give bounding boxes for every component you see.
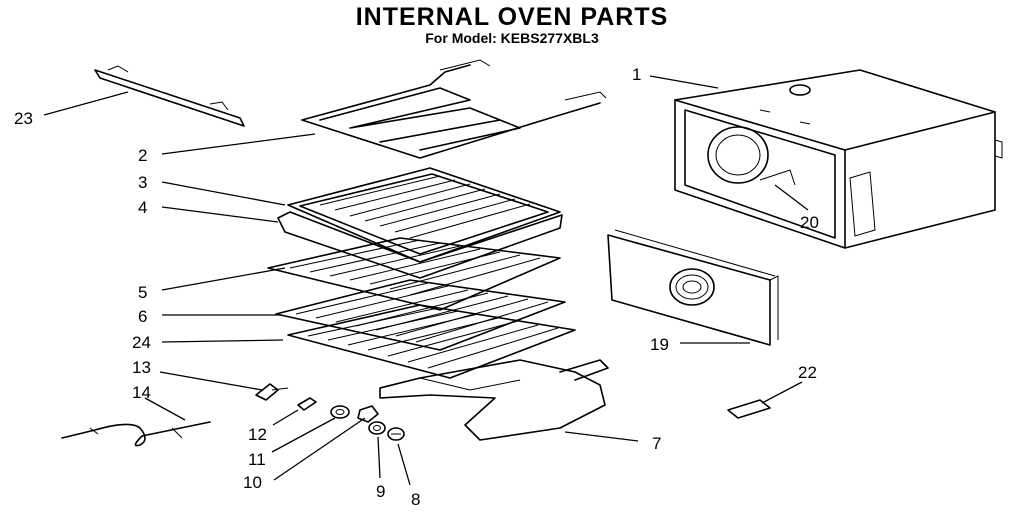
- callout-9: 9: [376, 482, 385, 501]
- callout-1: 1: [632, 65, 641, 84]
- callout-22: 22: [798, 363, 817, 382]
- callout-14: 14: [132, 383, 151, 402]
- part-14-sensor: [61, 421, 211, 447]
- part-12-clip: [297, 397, 317, 411]
- part-10-nut: [357, 405, 379, 423]
- callout-19: 19: [650, 335, 669, 354]
- part-22-bracket: [727, 399, 771, 419]
- callout-20: 20: [800, 213, 819, 232]
- callout-2: 2: [138, 146, 147, 165]
- callout-13: 13: [132, 358, 151, 377]
- part-8-nut: [387, 427, 405, 441]
- part-19-rear-panel: [607, 229, 779, 346]
- part-24-oven-rack: [287, 304, 576, 379]
- leader-lines: [43, 75, 809, 486]
- part-13-clip: [255, 383, 289, 401]
- callout-5: 5: [138, 283, 147, 302]
- part-9-washer: [368, 421, 386, 435]
- callout-8: 8: [411, 490, 420, 509]
- part-2-broil-element: [301, 59, 607, 159]
- callout-23: 23: [14, 109, 33, 128]
- page-title: INTERNAL OVEN PARTS: [355, 3, 669, 31]
- callout-4: 4: [138, 198, 147, 217]
- callout-10: 10: [243, 473, 262, 492]
- part-1-oven-cavity: [674, 69, 1003, 249]
- part-5-oven-rack: [267, 237, 561, 311]
- part-23-bracket: [94, 65, 245, 127]
- callout-11: 11: [248, 450, 266, 469]
- callout-7: 7: [652, 434, 661, 453]
- part-11-washer: [330, 405, 350, 419]
- callout-3: 3: [138, 173, 147, 192]
- callout-labels: 1 2 3 4 5 6 7 8 9 10 11 12 13 14 19 20 2…: [14, 65, 819, 509]
- part-7-bake-element: [379, 359, 609, 441]
- callout-24: 24: [132, 333, 151, 352]
- callout-6: 6: [138, 307, 147, 326]
- part-4-broiler-pan: [277, 211, 563, 279]
- part-3-broiler-grid: [287, 167, 561, 263]
- part-6-oven-rack: [275, 279, 566, 351]
- model-subtitle: For Model: KEBS277XBL3: [425, 30, 599, 46]
- callout-12: 12: [248, 425, 267, 444]
